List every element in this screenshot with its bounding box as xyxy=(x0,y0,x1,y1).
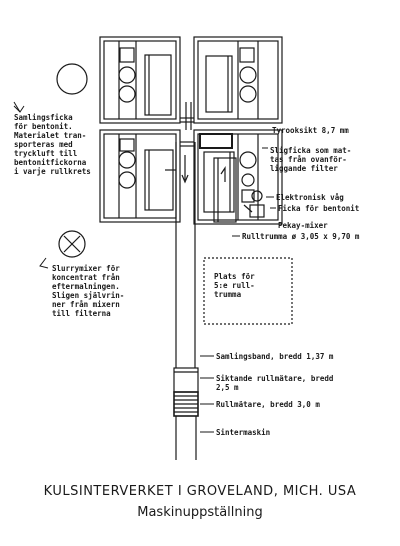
label-sintermaskin: Sintermaskin xyxy=(216,428,271,437)
rulltrumma-drum xyxy=(213,157,237,223)
label-elektronisk-vag: Elektronisk våg xyxy=(276,193,344,202)
label-tyrooksikt: Tyrooksikt 8,7 mm xyxy=(272,126,349,135)
label-rullmatare: Rullmätare, bredd 3,0 m xyxy=(216,400,320,409)
label-plats: Plats för 5:e rull- trumma xyxy=(214,272,255,299)
fifth-drum-placeholder xyxy=(203,257,293,325)
drum-unit-top-right xyxy=(193,36,283,124)
label-pekay-mixer: Pekay-mixer xyxy=(278,221,328,230)
collection-tank xyxy=(56,63,88,95)
label-samlingsficka: Samlingsficka för bentonit. Materialet t… xyxy=(14,113,91,176)
diagram-subtitle: Maskinuppställning xyxy=(137,505,263,520)
slurry-mixer xyxy=(58,230,86,258)
pekay-mixer xyxy=(249,190,265,218)
leader-lines xyxy=(13,101,276,433)
diagram-title: KULSINTERVERKET I GROVELAND, MICH. USA xyxy=(43,484,357,499)
label-rulltrumma: Rulltrumma ø 3,05 x 9,70 m xyxy=(242,232,360,241)
drum-unit-bottom-left xyxy=(99,129,181,223)
label-slurrymixer: Slurrymixer för koncentrat från eftermal… xyxy=(52,264,125,318)
central-conveyor xyxy=(165,102,196,368)
label-sligficka: Sligficka som mat- tas från ovanför- lig… xyxy=(270,146,352,173)
label-samlingsband: Samlingsband, bredd 1,37 m xyxy=(216,352,334,361)
drum-unit-top-left xyxy=(99,36,181,124)
drum-unit-bottom-right xyxy=(193,129,283,225)
label-ficka-bentonit: Ficka för bentonit xyxy=(278,204,360,213)
label-siktande: Siktande rullmätare, bredd 2,5 m xyxy=(216,374,334,392)
sinter-line xyxy=(173,367,199,460)
